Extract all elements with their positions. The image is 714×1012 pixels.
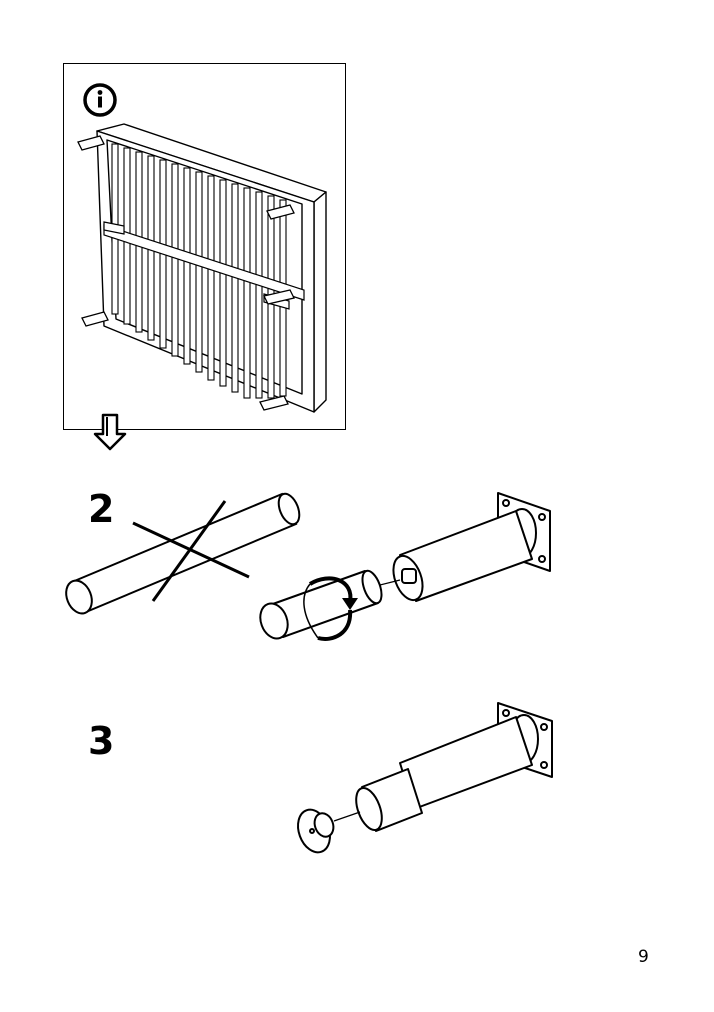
page-number: 9 — [638, 947, 649, 967]
down-arrow-icon — [93, 413, 127, 451]
step-number-3: 3 — [88, 719, 115, 763]
step-number-2: 2 — [88, 487, 115, 531]
leg-assembly-step3 — [297, 702, 553, 854]
info-panel — [63, 63, 346, 430]
rotate-clockwise-icon — [303, 576, 358, 641]
wrong-leg-illustration — [65, 492, 301, 615]
leg-assembly-step2 — [259, 492, 551, 640]
cross-out-icon — [132, 500, 250, 602]
info-icon — [83, 83, 117, 117]
bed-frame-illustration — [77, 123, 327, 413]
